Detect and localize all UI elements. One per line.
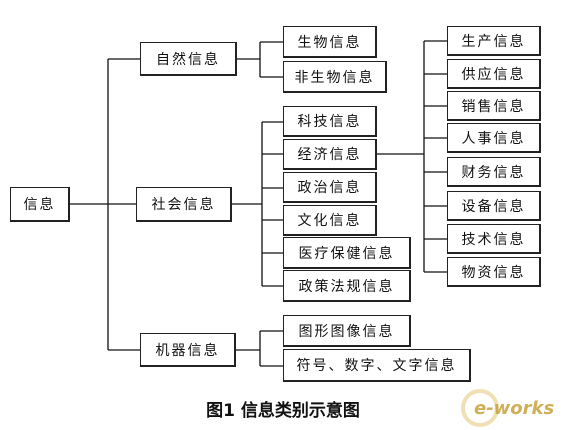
node-natural: 自然信息 (140, 42, 237, 76)
node-techinfo: 技术信息 (447, 224, 541, 254)
node-bio: 生物信息 (283, 26, 377, 58)
figure-caption: 图1 信息类别示意图 (206, 401, 360, 421)
node-nonbio: 非生物信息 (283, 61, 387, 93)
node-finance: 财务信息 (447, 157, 541, 187)
node-equipment: 设备信息 (447, 191, 541, 221)
node-supply: 供应信息 (447, 59, 541, 89)
node-politics: 政治信息 (283, 172, 377, 203)
e-works-watermark-logo: e-works (461, 389, 555, 427)
node-materials: 物资信息 (447, 257, 541, 287)
svg-text:e-works: e-works (474, 398, 555, 419)
node-medical: 医疗保健信息 (283, 237, 411, 269)
node-machine: 机器信息 (140, 333, 236, 367)
node-econ: 经济信息 (283, 139, 377, 170)
node-sales: 销售信息 (447, 91, 541, 121)
node-social: 社会信息 (136, 187, 232, 222)
node-personnel: 人事信息 (447, 123, 541, 153)
node-tech: 科技信息 (283, 106, 377, 137)
node-root: 信息 (10, 187, 70, 222)
node-symbols: 符号、数字、文字信息 (283, 349, 471, 382)
node-graphics: 图形图像信息 (283, 315, 411, 347)
node-policy: 政策法规信息 (283, 270, 411, 302)
node-culture: 文化信息 (283, 205, 377, 236)
node-production: 生产信息 (447, 26, 541, 56)
